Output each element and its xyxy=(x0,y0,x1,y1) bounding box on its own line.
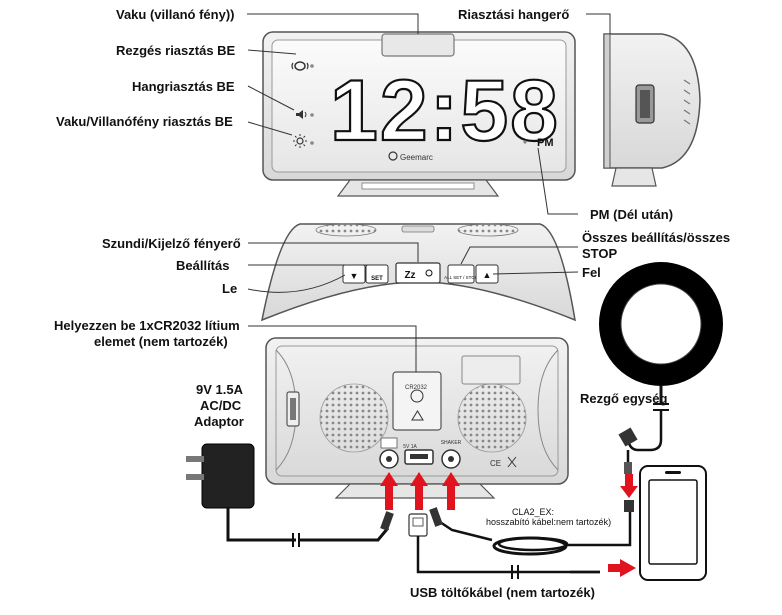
label-down: Le xyxy=(222,281,238,296)
label-flash: Vaku (villanó fény)) xyxy=(116,7,235,22)
label-reset-line1: Összes beállítás/összes xyxy=(582,230,731,245)
svg-text:5V 1A: 5V 1A xyxy=(403,444,417,450)
clock-front: 12:58 PM Geemarc xyxy=(262,31,576,197)
usb-cable xyxy=(408,513,600,579)
svg-text:▲: ▲ xyxy=(483,270,492,280)
label-alarm-volume: Riasztási hangerő xyxy=(458,7,570,22)
down-button[interactable]: ▼ xyxy=(342,264,366,284)
pm-indicator: PM xyxy=(537,137,554,149)
label-sound-alarm: Hangriasztás BE xyxy=(132,79,235,94)
flash-indicator-icon xyxy=(293,134,307,148)
brand-logo-icon xyxy=(388,151,398,161)
label-set: Beállítás xyxy=(176,258,230,273)
connection-arrows xyxy=(380,472,638,577)
label-battery-line1: Helyezzen be 1xCR2032 lítium xyxy=(54,318,240,333)
svg-text:SHAKER: SHAKER xyxy=(441,440,462,446)
svg-text:CE: CE xyxy=(490,459,501,468)
svg-text:ALL SET / STOP: ALL SET / STOP xyxy=(444,275,478,280)
leader-lines xyxy=(247,13,611,372)
label-pm: PM (Dél után) xyxy=(590,207,674,222)
svg-text:Zz: Zz xyxy=(404,270,415,281)
reset-stop-button[interactable]: ALL SET / STOP xyxy=(444,264,478,284)
warning-icon xyxy=(411,410,424,421)
label-adapter-line1: 9V 1.5A xyxy=(196,382,243,397)
label-battery-line2: elemet (nem tartozék) xyxy=(94,334,228,349)
label-usb-cable: USB töltőkábel (nem tartozék) xyxy=(410,585,595,600)
power-adapter xyxy=(186,443,394,547)
svg-text:CR2032: CR2032 xyxy=(405,385,428,391)
clock-top-view: ▼ SET Zz ALL SET / STOP ▲ xyxy=(260,223,576,322)
label-snooze: Szundi/Kijelző fényerő xyxy=(102,236,241,251)
label-flash-alarm: Vaku/Villanófény riasztás BE xyxy=(56,114,233,129)
clock-side-view xyxy=(603,33,701,187)
extension-cable xyxy=(429,500,634,556)
sound-indicator-icon xyxy=(296,110,307,119)
smartphone xyxy=(639,465,707,581)
clock-back-view: CR2032 5V 1A SHAKER CE xyxy=(265,337,569,499)
label-shaker: Rezgő egység xyxy=(580,391,668,406)
snooze-button[interactable]: Zz xyxy=(395,262,441,284)
svg-text:▼: ▼ xyxy=(350,271,359,281)
speaker-left xyxy=(319,383,389,453)
set-button[interactable]: SET xyxy=(365,264,389,284)
label-up: Fel xyxy=(582,265,601,280)
flash-light xyxy=(381,33,455,57)
brand-name: Geemarc xyxy=(400,153,433,162)
label-ext-line2: hosszabító kábel:nem tartozék) xyxy=(486,517,612,527)
label-ext-line1: CLA2_EX: xyxy=(512,507,555,517)
label-vibration-alarm: Rezgés riasztás BE xyxy=(116,43,236,58)
vibration-indicator-icon xyxy=(291,61,309,71)
speaker-right xyxy=(457,383,527,453)
label-reset-line2: STOP xyxy=(582,246,618,261)
label-adapter-line2: AC/DC xyxy=(200,398,242,413)
battery-compartment xyxy=(392,371,442,431)
label-adapter-line3: Adaptor xyxy=(194,414,244,429)
bed-shaker xyxy=(599,262,723,474)
time-display: 12:58 xyxy=(330,63,560,159)
svg-text:SET: SET xyxy=(371,276,383,282)
